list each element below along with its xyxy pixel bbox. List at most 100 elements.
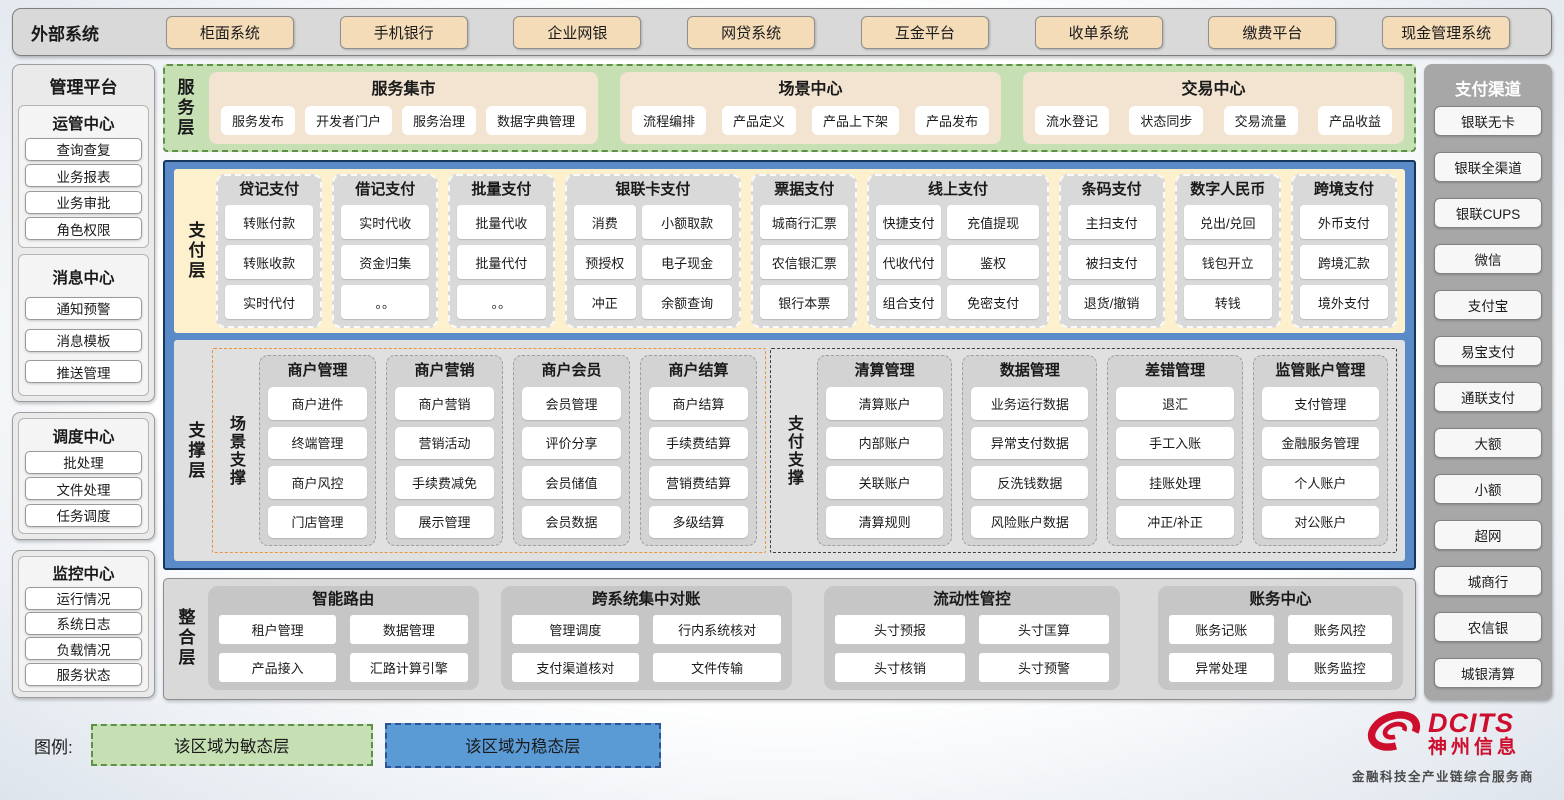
service-item-box: 交易流量 — [1223, 106, 1298, 135]
legend-label: 图例: — [34, 737, 73, 757]
integration-item-box: 头寸预警 — [978, 653, 1110, 682]
payment-item-box: 农信银汇票 — [760, 245, 849, 279]
service-item-box: 状态同步 — [1129, 106, 1204, 135]
payment-column-items: 消费小额取款预授权电子现金冲正余额查询 — [573, 205, 733, 319]
integration-section-items: 租户管理数据管理产品接入汇路计算引擎 — [219, 615, 468, 682]
scene-support-item-box: 展示管理 — [394, 505, 494, 538]
legend-stable-layer-swatch: 该区域为稳态层 — [384, 722, 661, 768]
support-layer: 支撑层 场景支撑 商户管理商户进件终端管理商户风控门店管理商户营销商户营销营销活… — [174, 340, 1405, 561]
payment-support-item-box: 冲正/补正 — [1116, 505, 1234, 538]
payment-item-box: 跨境汇款 — [1299, 245, 1389, 279]
payment-column-title: 借记支付 — [355, 181, 416, 198]
payment-item-box: 资金归集 — [341, 245, 430, 279]
integration-section-items: 管理调度行内系统核对支付渠道核对文件传输 — [511, 615, 781, 682]
payment-item-box: 实时代收 — [341, 205, 430, 239]
scene-support-group: 场景支撑 商户管理商户进件终端管理商户风控门店管理商户营销商户营销营销活动手续费… — [212, 348, 766, 553]
scene-support-label: 场景支撑 — [227, 414, 244, 487]
management-group-title: 运管中心 — [52, 116, 115, 134]
footer: 图例: 该区域为敏态层 该区域为稳态层 DCITS 神州信息 — [12, 700, 1552, 800]
integration-item-box: 支付渠道核对 — [511, 653, 640, 682]
management-item-box: 运行情况 — [25, 586, 142, 610]
payment-support-column: 数据管理业务运行数据异常支付数据反洗钱数据风险账户数据 — [962, 355, 1098, 546]
integration-item-box: 账务记账 — [1169, 615, 1274, 644]
management-item-box: 业务审批 — [25, 190, 142, 214]
service-item-box: 数据字典管理 — [486, 106, 587, 135]
scene-support-column-title: 商户管理 — [287, 362, 348, 379]
payment-item-box: 转账付款 — [225, 205, 314, 239]
payment-support-column-items: 支付管理金融服务管理个人账户对公账户 — [1261, 387, 1380, 538]
payment-support-item-box: 业务运行数据 — [971, 387, 1089, 420]
service-section-title: 服务集市 — [371, 81, 436, 98]
service-item-box: 产品上下架 — [812, 106, 900, 135]
payment-item-box: 预授权 — [573, 245, 637, 279]
payment-column: 条码支付主扫支付被扫支付退货/撤销 — [1058, 174, 1165, 328]
service-layer-label: 服务层 — [174, 78, 194, 138]
scene-support-column-title: 商户结算 — [668, 362, 729, 379]
external-system-box: 互金平台 — [860, 15, 989, 49]
stable-layer-container: 支付层 贷记支付转账付款转账收款实时代付借记支付实时代收资金归集。。批量支付批量… — [163, 160, 1416, 570]
payment-support-item-box: 异常支付数据 — [971, 426, 1089, 459]
payment-column-title: 票据支付 — [774, 181, 835, 198]
payment-item-box: 快捷支付 — [876, 205, 941, 239]
legend-agile-layer-swatch: 该区域为敏态层 — [90, 724, 373, 766]
service-item-box: 流程编排 — [632, 106, 707, 135]
service-item-box: 产品定义 — [722, 106, 797, 135]
service-item-box: 服务治理 — [402, 106, 477, 135]
payment-channel-box: 通联支付 — [1434, 382, 1542, 412]
scene-support-item-box: 会员管理 — [521, 387, 621, 420]
integration-section-title: 跨系统集中对账 — [591, 591, 701, 608]
logo-brand-text: DCITS — [1427, 708, 1514, 739]
scene-support-column-title: 商户会员 — [541, 362, 602, 379]
service-item-box: 产品收益 — [1317, 106, 1392, 135]
scene-support-item-box: 会员数据 — [521, 505, 621, 538]
payment-channels-title: 支付渠道 — [1455, 81, 1521, 99]
payment-column-title: 贷记支付 — [239, 181, 300, 198]
management-group: 运管中心查询查复业务报表业务审批角色权限 — [18, 105, 149, 248]
management-item-box: 业务报表 — [25, 164, 142, 188]
payment-column-items: 主扫支付被扫支付退货/撤销 — [1067, 205, 1156, 319]
management-panel-box: 监控中心运行情况系统日志负载情况服务状态 — [12, 550, 155, 698]
management-item-box: 角色权限 — [25, 217, 142, 241]
scene-support-column-items: 商户结算手续费结算营销费结算多级结算 — [648, 387, 748, 538]
service-section: 场景中心流程编排产品定义产品上下架产品发布 — [620, 72, 1002, 144]
management-item-box: 推送管理 — [25, 360, 142, 384]
service-layer-sections: 服务集市服务发布开发者门户服务治理数据字典管理场景中心流程编排产品定义产品上下架… — [209, 70, 1404, 146]
payment-support-column-title: 清算管理 — [854, 362, 915, 379]
payment-item-box: 批量代收 — [457, 205, 546, 239]
service-item-box: 流水登记 — [1035, 106, 1110, 135]
payment-column: 线上支付快捷支付充值提现代收代付鉴权组合支付免密支付 — [867, 174, 1049, 328]
payment-item-box: 电子现金 — [642, 245, 733, 279]
payment-column: 票据支付城商行汇票农信银汇票银行本票 — [751, 174, 858, 328]
payment-column-title: 批量支付 — [471, 181, 532, 198]
management-item-box: 负载情况 — [25, 637, 142, 661]
service-section-items: 流水登记状态同步交易流量产品收益 — [1035, 103, 1392, 138]
payment-support-item-box: 风险账户数据 — [971, 505, 1089, 538]
integration-item-box: 行内系统核对 — [653, 615, 781, 644]
payment-support-columns: 清算管理清算账户内部账户关联账户清算规则数据管理业务运行数据异常支付数据反洗钱数… — [816, 355, 1389, 546]
payment-column: 数字人民币兑出/兑回钱包开立转钱 — [1174, 174, 1281, 328]
payment-support-item-box: 金融服务管理 — [1261, 426, 1380, 459]
payment-support-item-box: 清算账户 — [825, 387, 944, 420]
scene-support-column-title: 商户营销 — [414, 362, 475, 379]
scene-support-column: 商户管理商户进件终端管理商户风控门店管理 — [259, 355, 376, 546]
payment-item-box: 小额取款 — [642, 205, 733, 239]
payment-item-box: 外币支付 — [1299, 205, 1389, 239]
integration-section: 跨系统集中对账管理调度行内系统核对支付渠道核对文件传输 — [500, 586, 792, 690]
payment-item-box: 代收代付 — [876, 245, 941, 279]
payment-column: 跨境支付外币支付跨境汇款境外支付 — [1290, 174, 1398, 328]
payment-column: 银联卡支付消费小额取款预授权电子现金冲正余额查询 — [564, 174, 742, 328]
payment-channel-box: 支付宝 — [1434, 290, 1542, 320]
scene-support-columns: 商户管理商户进件终端管理商户风控门店管理商户营销商户营销营销活动手续费减免展示管… — [259, 355, 757, 546]
payment-channel-box: 易宝支付 — [1434, 336, 1542, 366]
payment-layer-columns: 贷记支付转账付款转账收款实时代付借记支付实时代收资金归集。。批量支付批量代收批量… — [216, 174, 1398, 328]
service-layer: 服务层 服务集市服务发布开发者门户服务治理数据字典管理场景中心流程编排产品定义产… — [163, 64, 1416, 152]
integration-section: 账务中心账务记账账务风控异常处理账务监控 — [1158, 586, 1403, 690]
management-group-title: 消息中心 — [52, 270, 115, 288]
payment-channel-box: 城银清算 — [1434, 658, 1542, 688]
payment-support-column: 清算管理清算账户内部账户关联账户清算规则 — [816, 355, 953, 546]
payment-item-box: 鉴权 — [946, 245, 1040, 279]
payment-item-box: 。。 — [457, 285, 546, 319]
integration-section-items: 账务记账账务风控异常处理账务监控 — [1169, 615, 1392, 682]
service-section: 交易中心流水登记状态同步交易流量产品收益 — [1023, 72, 1404, 144]
